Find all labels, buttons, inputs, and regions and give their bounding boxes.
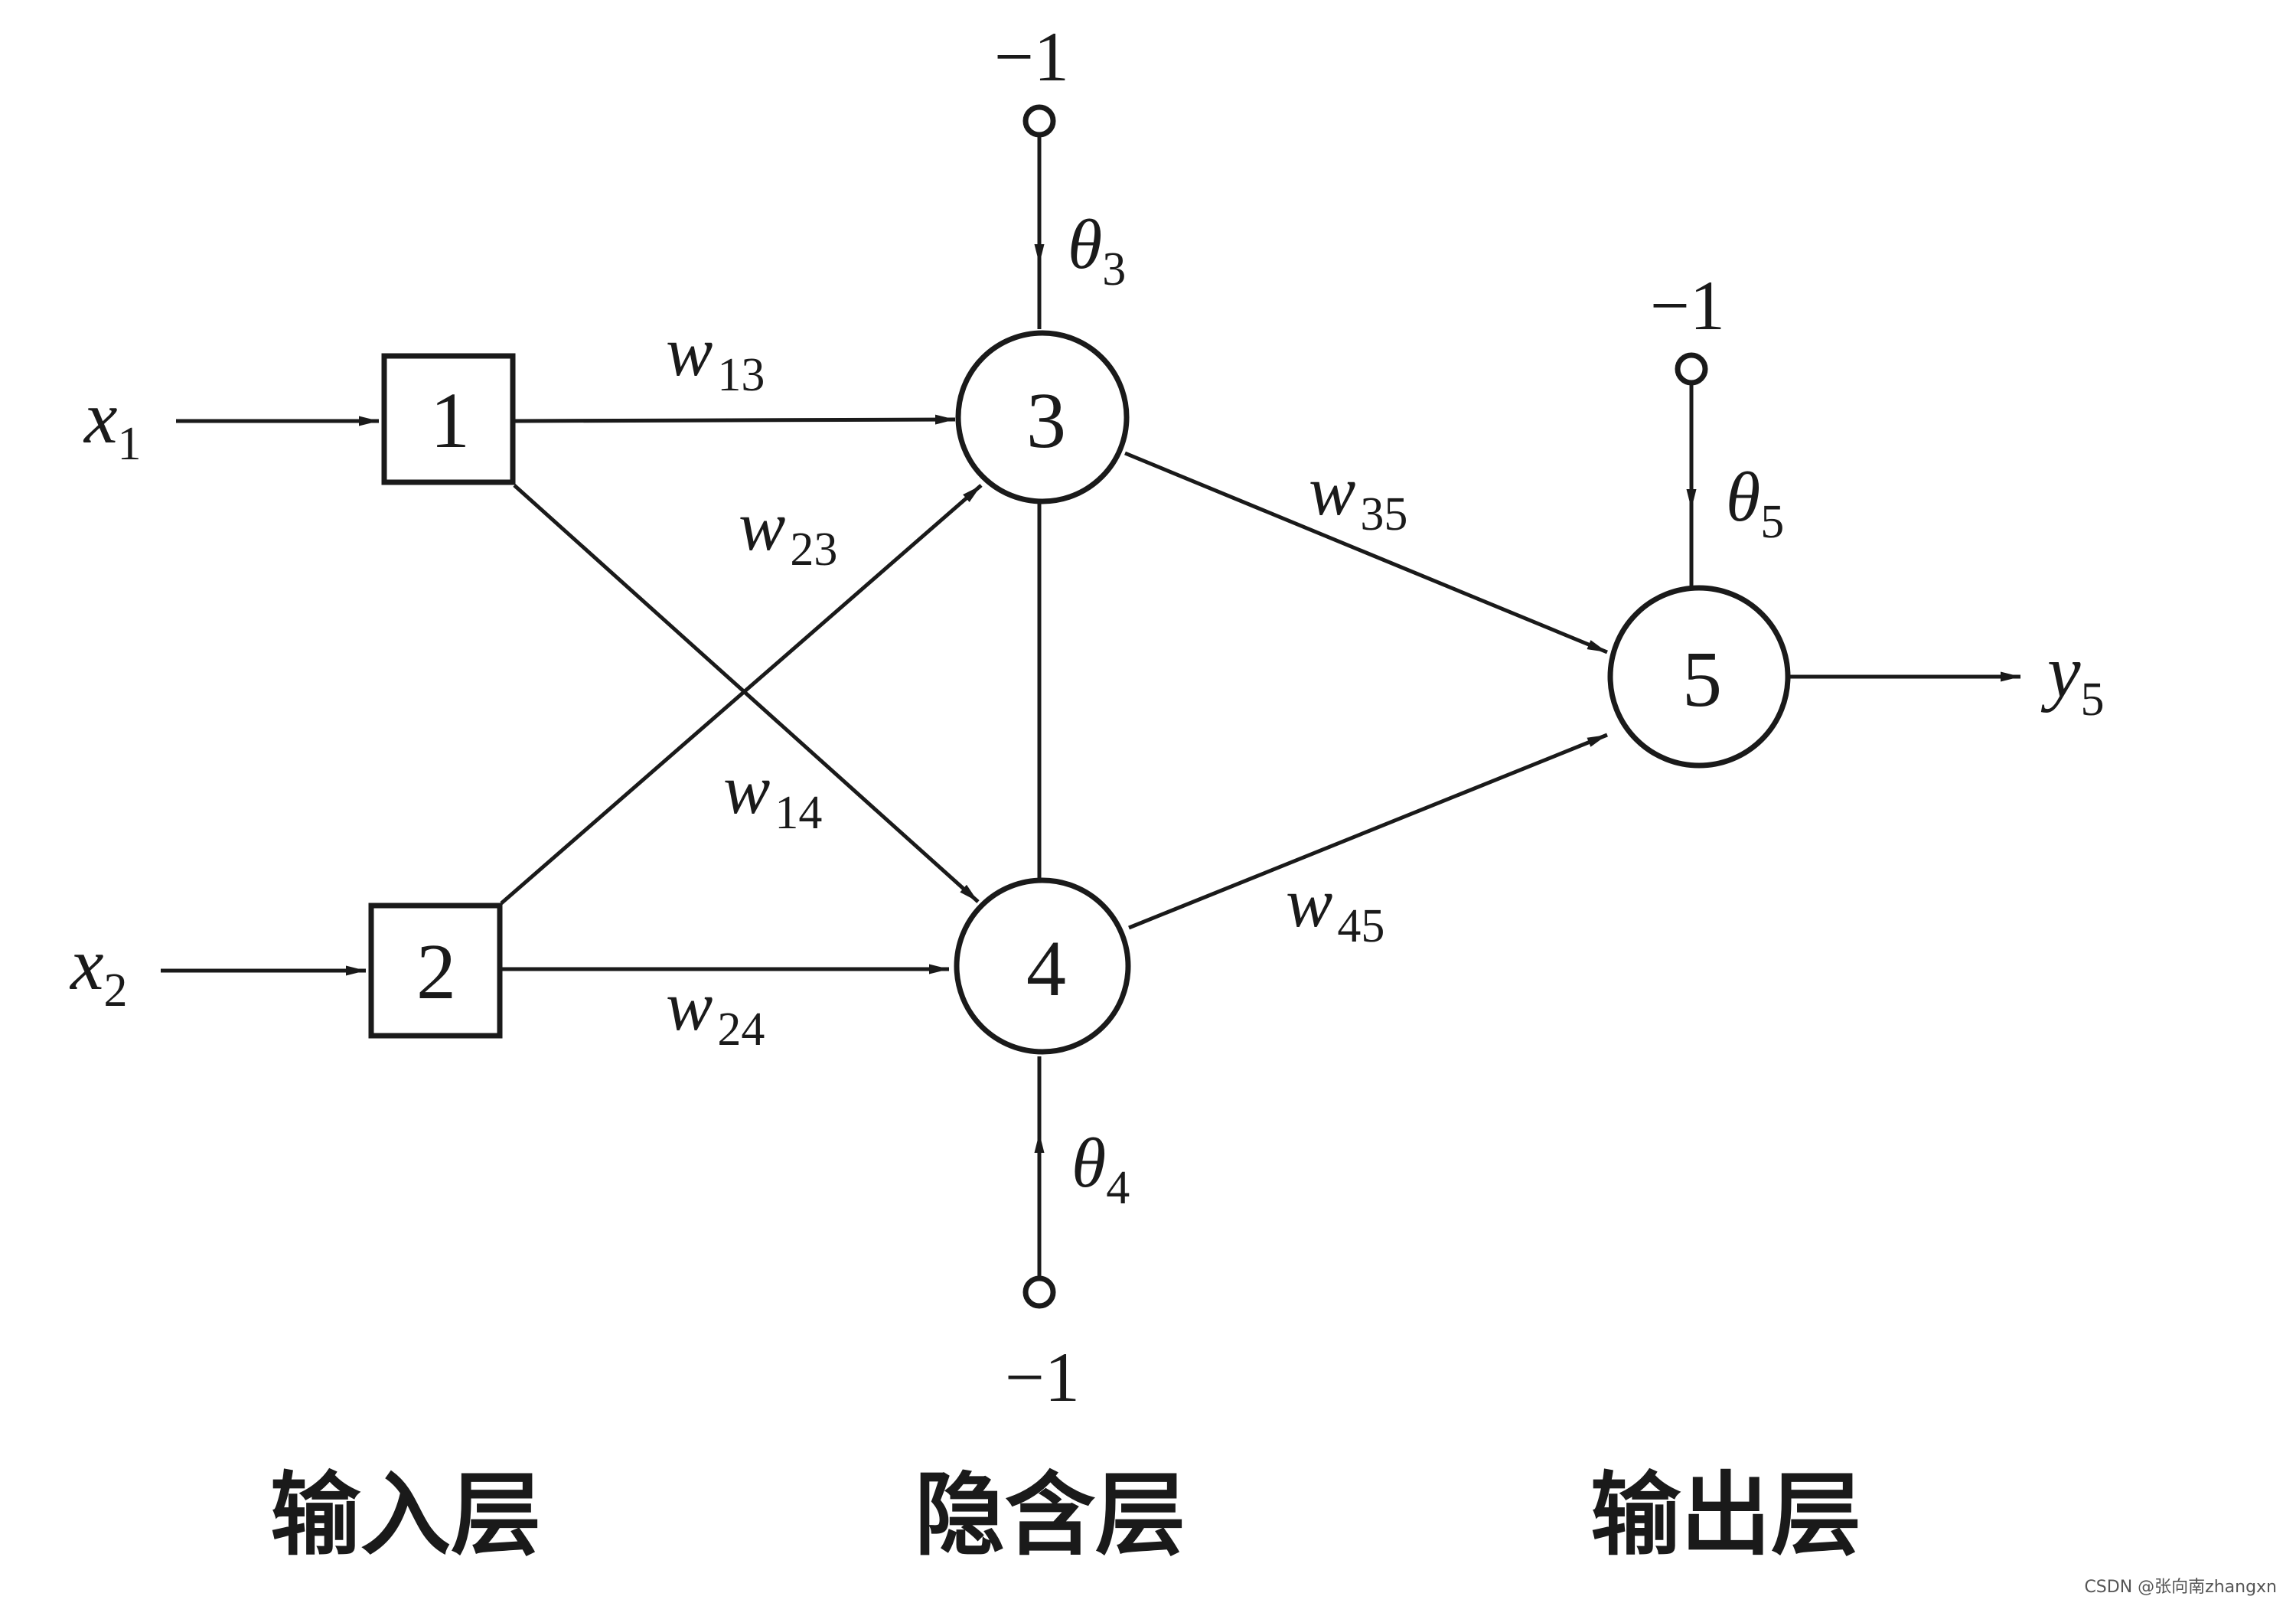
node-4-circle — [954, 877, 1131, 1055]
edge-4-5 — [1128, 733, 1608, 930]
bias-terminal-4 — [1022, 1275, 1056, 1309]
node-3-circle — [955, 330, 1130, 504]
threshold-label-theta4: θ4 — [1071, 1124, 1130, 1214]
node-4-label: 4 — [1026, 925, 1066, 1013]
edge-2-3 — [500, 484, 983, 905]
output-label-y5: y5 — [2040, 631, 2105, 726]
edge-3-5 — [1124, 451, 1608, 654]
bias-value-5: −1 — [1650, 266, 1725, 344]
edge-1-3 — [514, 414, 956, 425]
layer-label-output: 输出层 — [1590, 1462, 1861, 1568]
edge-1-4 — [513, 484, 980, 903]
weight-label-w13: w13 — [666, 312, 765, 401]
bias-value-4: −1 — [1005, 1338, 1080, 1416]
node-3-label: 3 — [1026, 377, 1066, 465]
bias-value-3: −1 — [994, 18, 1069, 96]
node-2-label: 2 — [416, 928, 456, 1016]
node-1-label: 1 — [430, 377, 470, 465]
weight-label-w23: w23 — [739, 487, 837, 576]
node-1-box — [381, 353, 516, 485]
bias-terminal-3 — [1022, 104, 1056, 138]
watermark: CSDN @张向南zhangxn — [2084, 1578, 2277, 1597]
layer-label-input: 输入层 — [270, 1462, 541, 1568]
weight-label-w14: w14 — [723, 750, 822, 839]
input-label-x2: x2 — [69, 923, 128, 1017]
threshold-label-theta3: θ3 — [1068, 205, 1126, 295]
weight-label-w45: w45 — [1286, 863, 1384, 952]
weight-label-w35: w35 — [1309, 452, 1407, 540]
node-5-circle — [1607, 585, 1791, 769]
weight-label-w24: w24 — [666, 967, 765, 1056]
node-5-label: 5 — [1682, 635, 1722, 723]
threshold-label-theta5: θ5 — [1726, 458, 1784, 548]
input-label-x1: x1 — [83, 377, 142, 470]
node-2-box — [368, 903, 503, 1039]
layer-label-hidden: 隐含层 — [915, 1462, 1186, 1568]
bias-terminal-5 — [1675, 352, 1708, 386]
